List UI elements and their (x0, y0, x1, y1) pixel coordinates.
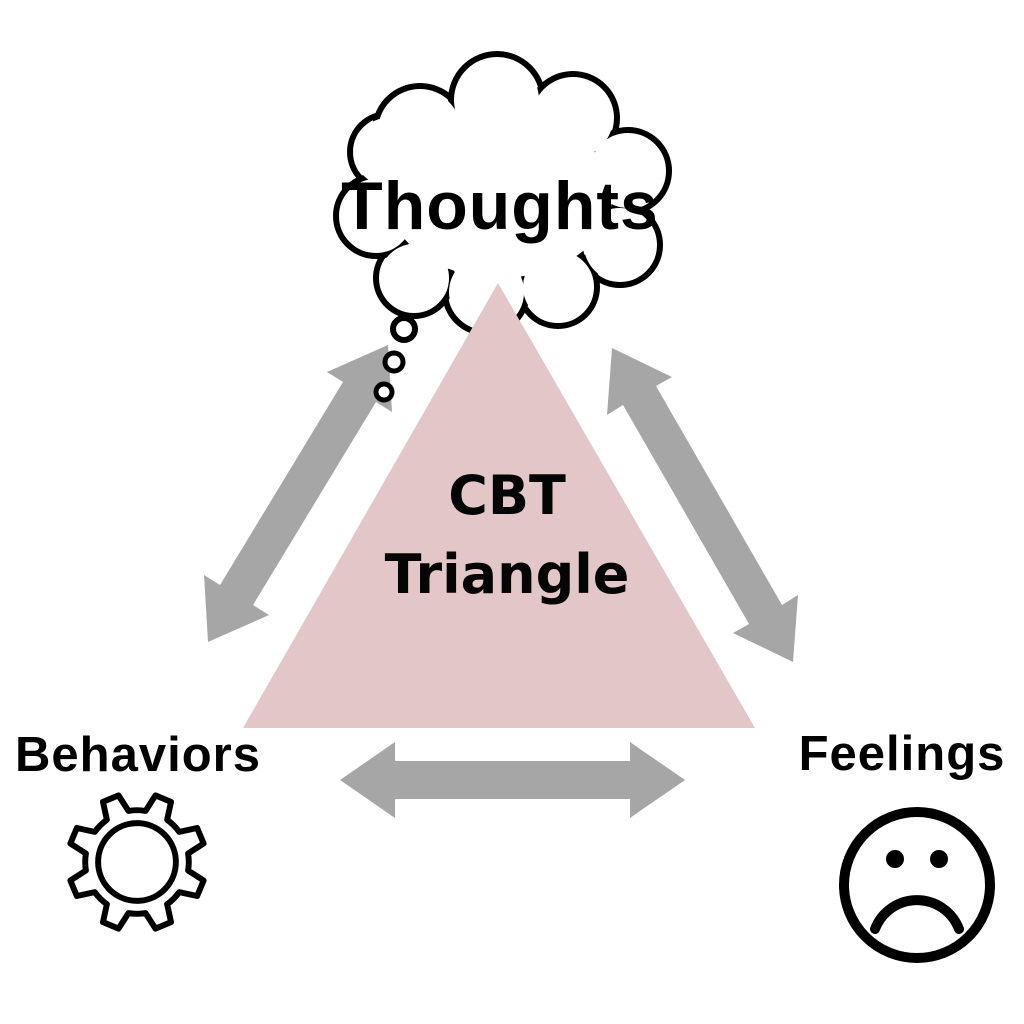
thoughts-label: Thoughts (341, 168, 659, 244)
thought-cloud-fill (340, 58, 665, 329)
triangle-title-line2: Triangle (384, 543, 630, 606)
arrow-thoughts-feelings (607, 348, 798, 662)
feelings-label: Feelings (798, 727, 1006, 781)
gear-icon (67, 792, 207, 932)
triangle-title-line1: CBT (448, 464, 566, 527)
sad-face-icon (839, 807, 995, 963)
triangle-title: CBT Triangle (385, 456, 630, 614)
cbt-triangle-shape (243, 283, 755, 728)
behaviors-label: Behaviors (15, 728, 261, 782)
thought-trail-bubbles (373, 315, 418, 403)
arrow-thoughts-behaviors (204, 345, 392, 642)
arrow-behaviors-feelings (340, 742, 685, 818)
